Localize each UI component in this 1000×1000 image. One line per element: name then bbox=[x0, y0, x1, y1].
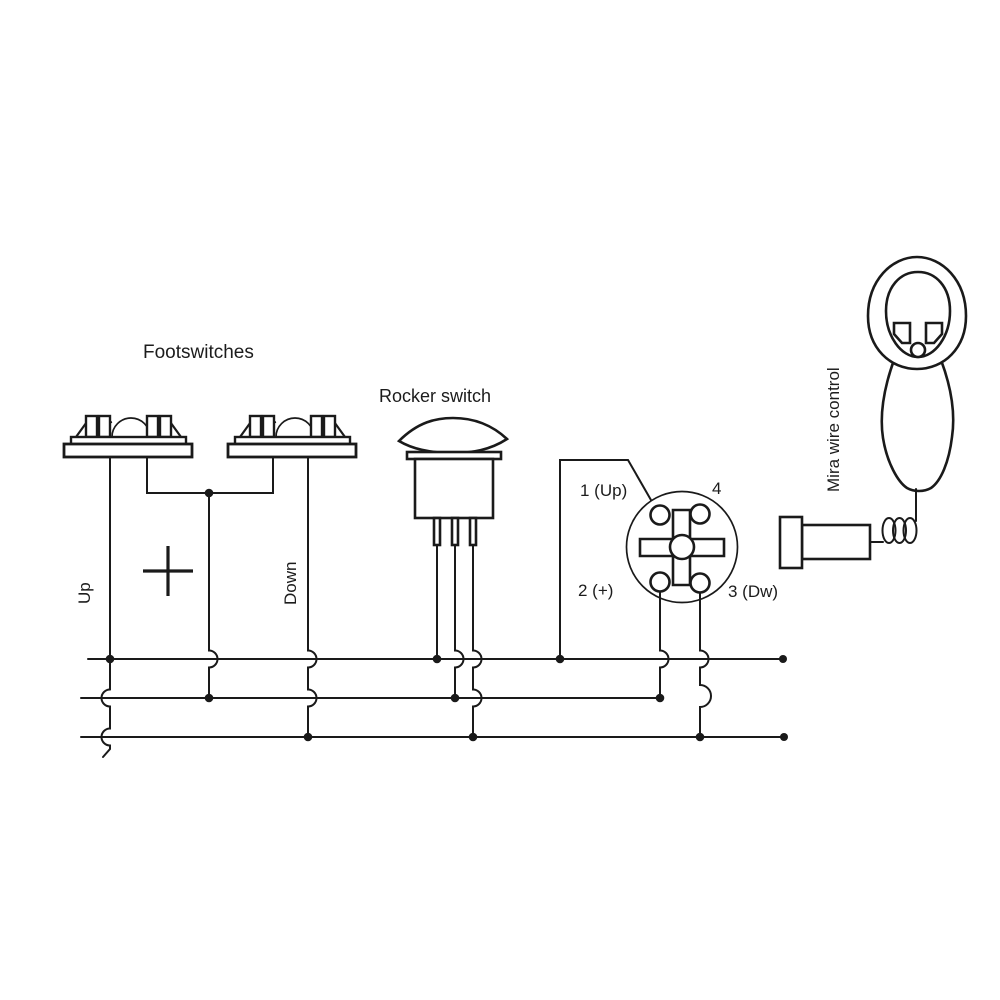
connector-pin-1 bbox=[649, 504, 671, 526]
down-label: Down bbox=[281, 562, 300, 605]
connector-pin-3 bbox=[689, 572, 711, 594]
pin2-wire bbox=[659, 590, 670, 699]
footswitch-wiring bbox=[100, 455, 318, 758]
plus-symbol bbox=[143, 546, 193, 596]
cord-coil bbox=[881, 517, 918, 544]
footswitch-link-wire bbox=[146, 455, 274, 494]
mira-wire-control-label: Mira wire control bbox=[824, 367, 843, 492]
common-plus-wire bbox=[208, 492, 219, 699]
rocker-body bbox=[413, 457, 495, 520]
mira-wire-control bbox=[778, 255, 968, 570]
rocker-actuator bbox=[396, 416, 510, 455]
rocker-switch bbox=[396, 416, 510, 738]
handset-round-button bbox=[909, 341, 927, 359]
up-wire-hops bbox=[100, 688, 111, 758]
rocker-wire-middle bbox=[454, 544, 465, 699]
handset-body bbox=[880, 358, 955, 493]
handset-button-right bbox=[924, 321, 944, 345]
pin2-label: 2 (+) bbox=[578, 581, 613, 600]
rocker-pin-left bbox=[432, 516, 442, 547]
connector-pin-4 bbox=[689, 503, 711, 525]
pin3-label: 3 (Dw) bbox=[728, 582, 778, 601]
footswitch-left bbox=[62, 414, 194, 459]
pin1-label: 1 (Up) bbox=[580, 481, 627, 500]
footswitch-right bbox=[226, 414, 358, 459]
rocker-switch-label: Rocker switch bbox=[379, 386, 491, 406]
plug-tip bbox=[778, 515, 804, 570]
rocker-pin-right bbox=[468, 516, 478, 547]
rocker-pin-middle bbox=[450, 516, 460, 547]
pin3-wire bbox=[699, 591, 712, 738]
pin4-label: 4 bbox=[712, 479, 721, 498]
connector-center-hole bbox=[668, 533, 696, 561]
down-wire bbox=[307, 455, 318, 738]
up-label: Up bbox=[75, 582, 94, 604]
connector-pin-2 bbox=[649, 571, 671, 593]
plug-body bbox=[800, 523, 872, 561]
pin1-leader-line bbox=[559, 459, 656, 660]
rocker-wire-right bbox=[472, 544, 483, 738]
footswitches-label: Footswitches bbox=[143, 342, 254, 363]
handset-button-left bbox=[892, 321, 912, 345]
junction-dots bbox=[105, 488, 788, 742]
bus-lines bbox=[80, 658, 785, 738]
round-connector bbox=[559, 459, 739, 738]
